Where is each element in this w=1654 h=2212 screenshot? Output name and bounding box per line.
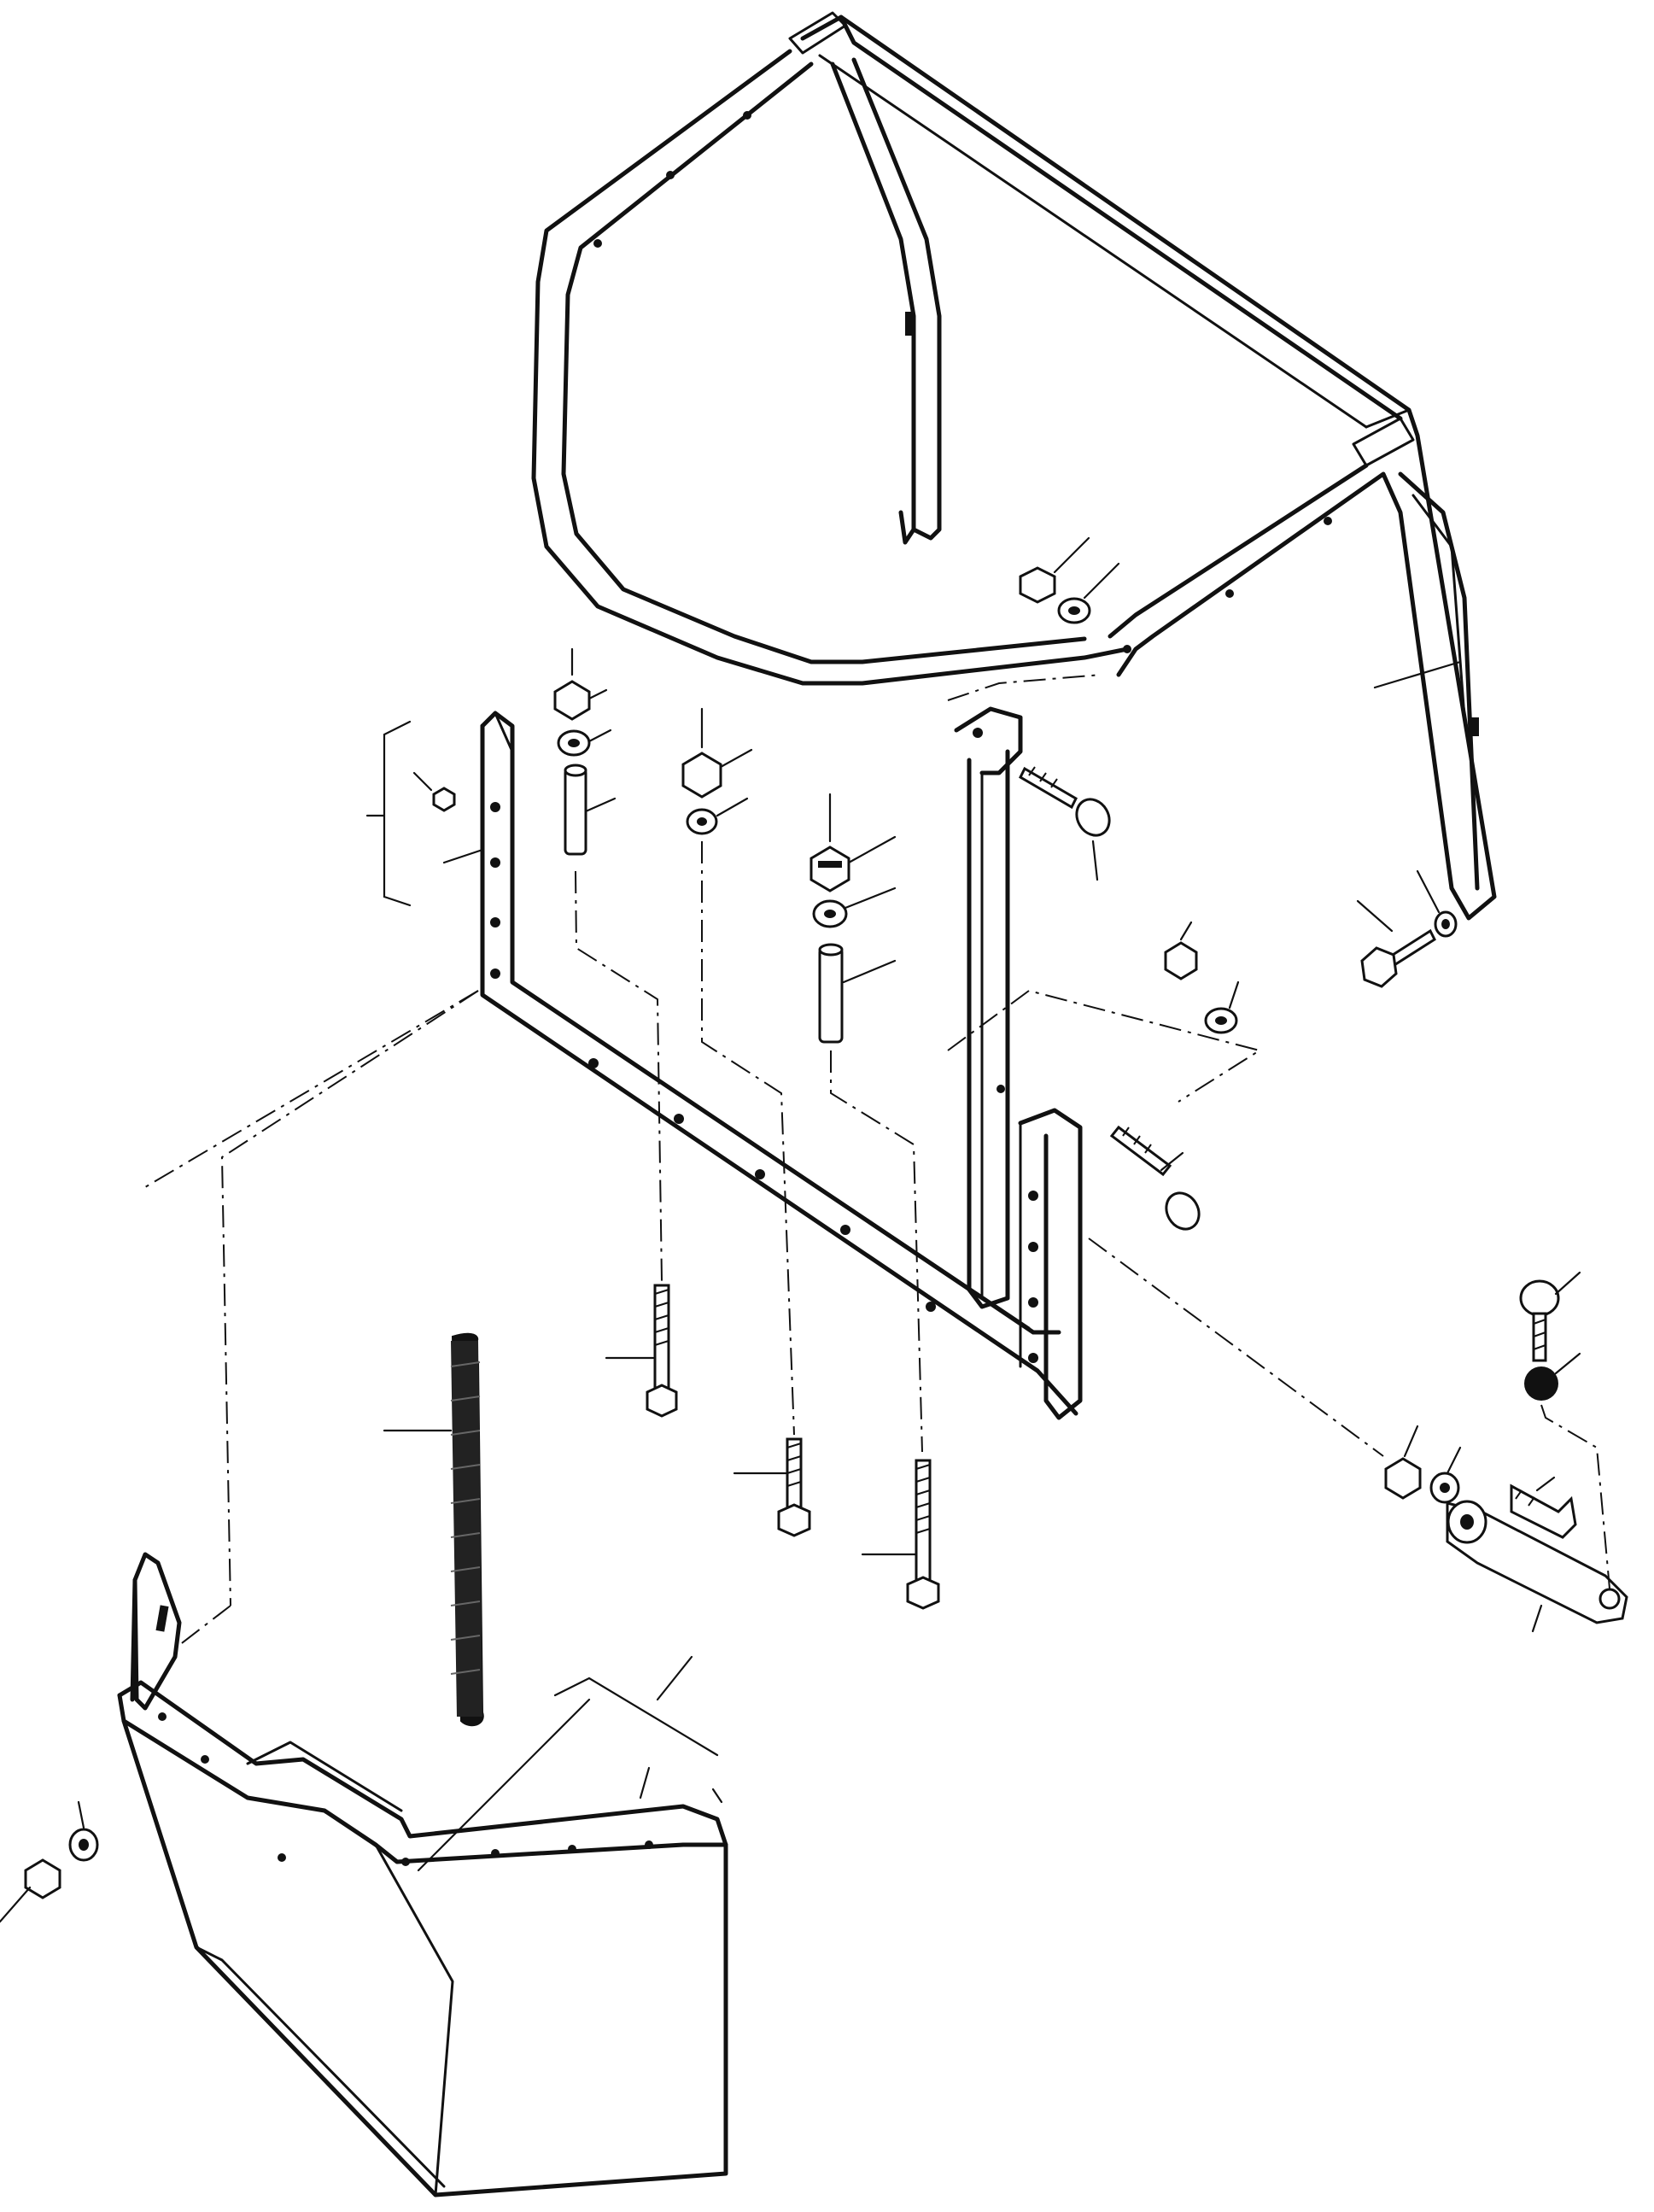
bolt-icon bbox=[1356, 899, 1436, 988]
lower-side-panel bbox=[117, 1552, 728, 2197]
washer-icon bbox=[1416, 869, 1458, 938]
bolt-icon bbox=[605, 1284, 678, 1418]
nut-icon bbox=[681, 707, 753, 799]
cab-roof-frame bbox=[531, 11, 1497, 921]
panel-washer-icon bbox=[68, 1800, 99, 1862]
washer-icon bbox=[1429, 1446, 1462, 1504]
nut-icon bbox=[553, 647, 608, 721]
bolt-icon bbox=[733, 1437, 811, 1537]
bolt-icon bbox=[1019, 766, 1111, 881]
washer-icon bbox=[812, 887, 897, 928]
ball-knob-icon bbox=[1519, 1271, 1581, 1362]
left-group-bracket bbox=[365, 720, 484, 907]
ball-nut-icon bbox=[1524, 1352, 1581, 1401]
spacer-sleeve-icon bbox=[818, 943, 897, 1044]
small-nut-icon bbox=[412, 771, 456, 812]
nut-icon bbox=[1384, 1425, 1422, 1500]
bolt-icon bbox=[1510, 1476, 1577, 1539]
panel-nut-icon bbox=[0, 1858, 61, 1923]
bolt-icon bbox=[1109, 1125, 1201, 1231]
roof-washer-icon bbox=[1057, 562, 1120, 624]
rear-u-frame bbox=[480, 711, 1083, 1420]
washer-icon bbox=[1204, 980, 1240, 1034]
frame-leader-line bbox=[1373, 660, 1462, 689]
bolt-icon bbox=[861, 1459, 940, 1610]
latch-arm bbox=[1446, 1500, 1628, 1633]
spacer-sleeve-icon bbox=[564, 764, 617, 856]
washer-icon bbox=[557, 729, 612, 757]
vertical-post-with-plate bbox=[954, 706, 1023, 1309]
assembly-center-lines bbox=[144, 674, 1610, 1872]
washer-icon bbox=[686, 797, 749, 835]
nut-icon bbox=[809, 793, 897, 892]
nut-icon bbox=[1164, 921, 1198, 980]
roof-nut-icon bbox=[1019, 536, 1090, 604]
coil-spring-icon bbox=[383, 1332, 484, 1727]
